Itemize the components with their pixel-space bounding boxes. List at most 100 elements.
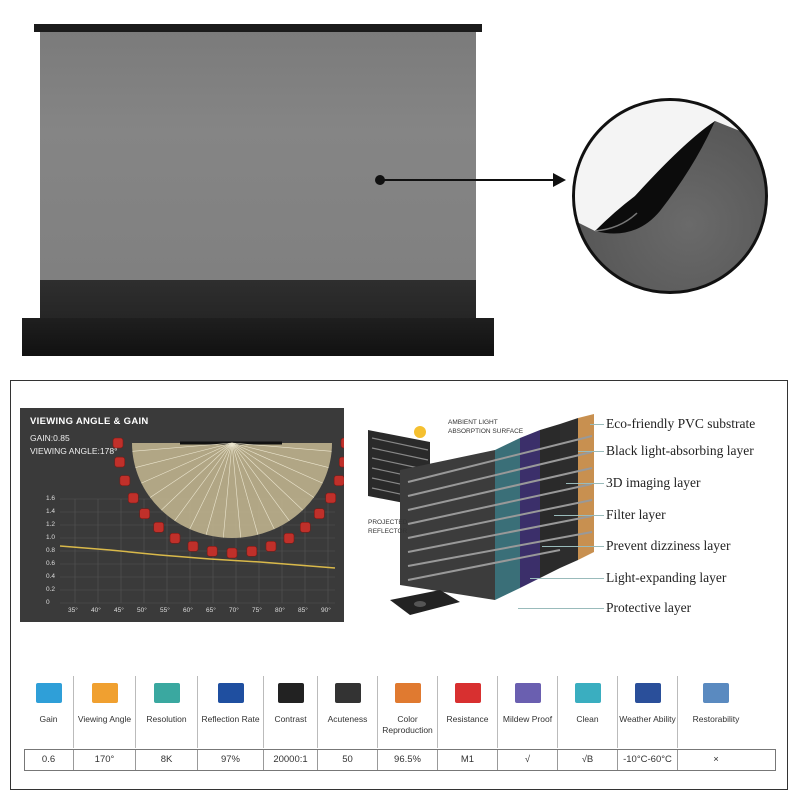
feature-reflection-rate: Reflection Rate: [198, 676, 264, 748]
feature-contrast: Contrast: [264, 676, 318, 748]
feature-gain: Gain: [24, 676, 74, 748]
peeled-corner-icon: [575, 101, 765, 234]
feature-viewing-angle: Viewing Angle: [74, 676, 136, 748]
feature-value: √B: [558, 750, 618, 770]
x-tick-label: 55°: [160, 607, 170, 614]
seat-icon: [139, 508, 150, 520]
feature-label: Reflection Rate: [201, 714, 260, 724]
gain-readout: GAIN:0.85: [30, 433, 70, 443]
reflector-caption: PROJECTED REFLECTOR: [368, 519, 408, 535]
y-tick-label: 0.4: [46, 573, 56, 580]
seat-icon: [314, 508, 325, 520]
layer-label: Prevent dizziness layer: [606, 538, 731, 553]
pointer-line: [383, 179, 555, 181]
color-icon: [394, 683, 421, 703]
feature-label: Color Reproduction: [382, 714, 433, 735]
feature-label: Mildew Proof: [502, 714, 553, 724]
feature-label: Restorability: [692, 714, 740, 724]
screen-lower-panel: [40, 280, 476, 318]
feature-label: Acuteness: [327, 714, 368, 724]
clean-icon: [574, 683, 601, 703]
seat-icon: [226, 547, 238, 559]
feature-acuteness: Acuteness: [318, 676, 378, 748]
spec-frame: [10, 380, 788, 790]
x-tick-label: 65°: [206, 607, 216, 614]
x-tick-label: 90°: [321, 607, 331, 614]
feature-label: Contrast: [274, 714, 307, 724]
ambient-caption: AMBIENT LIGHT ABSORPTION SURFACE: [448, 419, 524, 435]
feature-mildew-proof: Mildew Proof: [498, 676, 558, 748]
gain-icon: [35, 683, 62, 703]
seat-icon: [206, 546, 218, 557]
feature-weather-ability: Weather Ability: [618, 676, 678, 748]
feature-resolution: Resolution: [136, 676, 198, 748]
seat-icon: [325, 492, 337, 504]
screen-top-bar: [34, 24, 482, 32]
seat-icon: [114, 456, 126, 468]
reflection-icon: [217, 683, 244, 703]
y-tick-label: 0.2: [46, 586, 56, 593]
y-tick-label: 1.2: [46, 521, 56, 528]
layer-leader-line: [578, 451, 604, 452]
feature-label: Weather Ability: [619, 714, 676, 724]
pointer-dot: [375, 175, 385, 185]
x-tick-label: 70°: [229, 607, 239, 614]
seat-icon: [340, 437, 344, 449]
y-tick-label: 0.6: [46, 560, 56, 567]
y-tick-label: 1.0: [46, 534, 56, 541]
feature-label: Gain: [39, 714, 58, 724]
seat-icon: [127, 492, 139, 504]
pointer-arrow-icon: [553, 173, 566, 187]
layer-label: 3D imaging layer: [606, 475, 701, 490]
seat-icon: [169, 532, 181, 544]
feature-color-reproduction: Color Reproduction: [378, 676, 438, 748]
layer-leader-line: [530, 578, 604, 579]
seat-icon: [246, 546, 258, 557]
feature-value: 97%: [198, 750, 264, 770]
mildew-icon: [514, 683, 541, 703]
layer-label: Light-expanding layer: [606, 570, 727, 585]
layer-leader-line: [590, 424, 604, 425]
layer-leader-line: [554, 515, 604, 516]
layer-leader-line: [542, 546, 604, 547]
sun-icon: [414, 426, 426, 438]
viewing-angle-title: VIEWING ANGLE & GAIN: [30, 416, 149, 427]
seat-icon: [338, 456, 344, 468]
seat-icon: [112, 437, 124, 449]
viewing-angle-readout: VIEWING ANGLE:178°: [30, 446, 118, 456]
viewing-angle-panel: VIEWING ANGLE & GAIN GAIN:0.85 VIEWING A…: [20, 408, 344, 622]
seat-icon: [299, 521, 311, 533]
x-tick-label: 50°: [137, 607, 147, 614]
x-tick-label: 35°: [68, 607, 78, 614]
seat-icon: [333, 475, 344, 486]
feature-restorability: Restorability: [678, 676, 754, 748]
feature-values-row: [24, 749, 776, 771]
feature-value: -10°C-60°C: [618, 750, 678, 770]
feature-resistance: Resistance: [438, 676, 498, 748]
x-tick-label: 85°: [298, 607, 308, 614]
feature-value: 170°: [74, 750, 136, 770]
screen-base-housing: [22, 318, 494, 356]
viewing-angle-icon: [91, 683, 118, 703]
y-tick-label: 0.8: [46, 547, 56, 554]
layer-label: Eco-friendly PVC substrate: [606, 416, 756, 431]
seat-icon: [119, 475, 131, 486]
screen-surface: [40, 32, 476, 280]
layer-label: Filter layer: [606, 507, 666, 522]
seat-icon: [265, 541, 277, 552]
y-tick-label: 1.6: [46, 495, 56, 502]
x-tick-label: 75°: [252, 607, 262, 614]
feature-label: Resolution: [146, 714, 187, 724]
feature-label: Resistance: [446, 714, 489, 724]
fire-icon: [454, 683, 481, 703]
layer-label: Black light-absorbing layer: [606, 443, 754, 458]
feature-value: 96.5%: [378, 750, 438, 770]
x-tick-label: 45°: [114, 607, 124, 614]
seat-icon: [187, 541, 199, 552]
feature-label: Viewing Angle: [77, 714, 132, 724]
layer-stack-diagram: [368, 414, 594, 615]
resolution-icon: [153, 683, 180, 703]
thermometer-icon: [634, 683, 661, 703]
x-tick-label: 40°: [91, 607, 101, 614]
seat-icon: [153, 521, 165, 533]
